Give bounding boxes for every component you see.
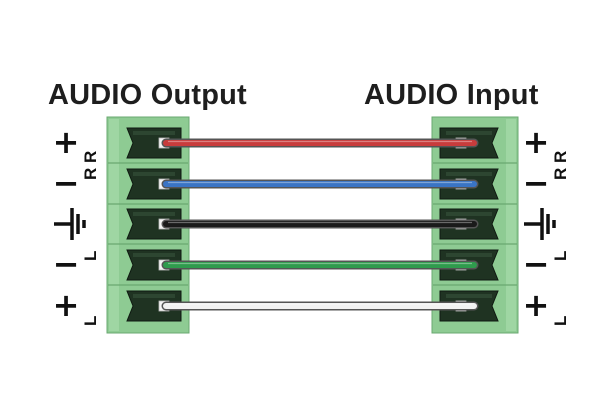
terminal-socket <box>126 127 182 159</box>
channel-label-l: L <box>81 251 100 261</box>
socket-shade <box>446 131 492 135</box>
connector-ridge <box>109 119 119 331</box>
output-title: AUDIO Output <box>48 79 247 111</box>
socket-shade <box>446 294 492 298</box>
ground-icon <box>524 208 556 240</box>
channel-label-l: L <box>81 316 100 326</box>
socket-shade <box>446 212 492 216</box>
minus-symbol: − <box>523 245 550 283</box>
wires <box>161 138 479 311</box>
channel-label-r: R <box>81 151 100 163</box>
socket-shade <box>133 131 175 135</box>
terminal-socket <box>126 168 182 200</box>
socket-shade <box>133 294 175 298</box>
terminal-socket <box>126 249 182 281</box>
plus-symbol: + <box>53 123 80 161</box>
channel-label-r: R <box>551 151 570 163</box>
minus-symbol: − <box>53 245 80 283</box>
input-pin-labels: +R−R−L+L <box>523 123 570 326</box>
channel-label-r: R <box>81 168 100 180</box>
socket-shade <box>446 172 492 176</box>
socket-shade <box>133 172 175 176</box>
connector-ridge <box>506 119 516 331</box>
plus-symbol: + <box>523 286 550 324</box>
socket-shade <box>133 253 175 257</box>
terminal-socket <box>126 208 182 240</box>
channel-label-l: L <box>551 251 570 261</box>
ground-icon <box>54 208 86 240</box>
output-pin-labels: +R−R−L+L <box>53 123 100 326</box>
input-title: AUDIO Input <box>364 79 539 111</box>
channel-label-r: R <box>551 168 570 180</box>
minus-symbol: − <box>523 164 550 202</box>
plus-symbol: + <box>53 286 80 324</box>
terminal-socket <box>126 290 182 322</box>
socket-shade <box>446 253 492 257</box>
plus-symbol: + <box>523 123 550 161</box>
minus-symbol: − <box>53 164 80 202</box>
channel-label-l: L <box>551 316 570 326</box>
socket-shade <box>133 212 175 216</box>
